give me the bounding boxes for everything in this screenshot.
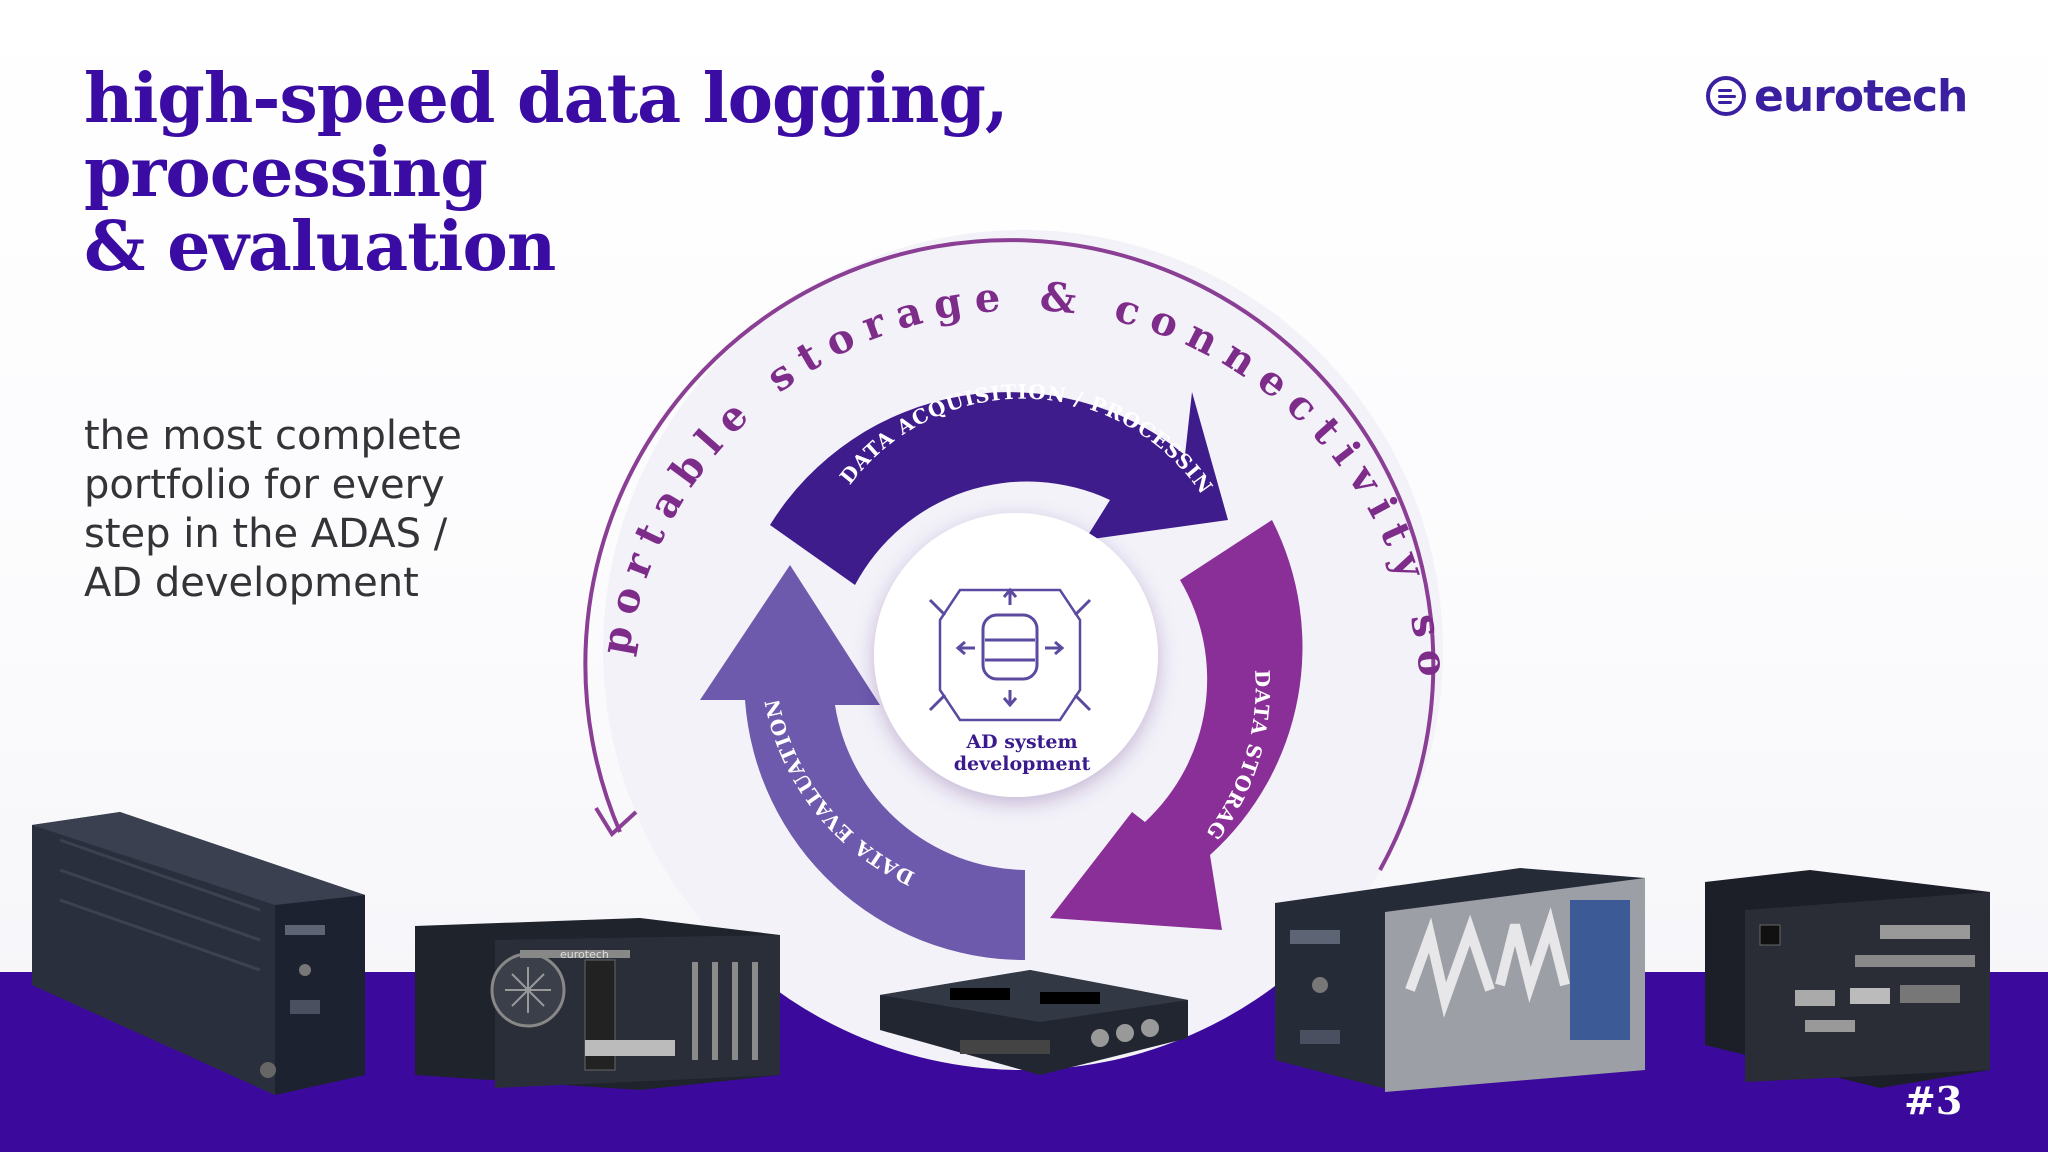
arrow-data-evaluation	[700, 565, 1025, 961]
product-desktop-logger	[415, 918, 780, 1090]
product-embedded-flat	[880, 970, 1188, 1075]
title-line-1: high-speed data logging, processing	[84, 59, 1009, 213]
logo-text: eurotech	[1754, 70, 1968, 122]
slide-title: high-speed data logging, processing & ev…	[84, 62, 1384, 284]
arrow-data-acquisition	[770, 392, 1228, 585]
product-rugged-open	[1275, 868, 1645, 1092]
center-circle	[874, 513, 1158, 797]
car-sensors-icon	[928, 587, 1092, 722]
product-rugged-tower	[32, 812, 365, 1095]
slide-subtitle: the most complete portfolio for every st…	[84, 413, 462, 606]
logo-mark-icon	[1706, 76, 1746, 116]
product-compact-cube	[1705, 870, 1990, 1088]
center-label-line1: AD system	[965, 731, 1077, 753]
center-label-line2: development	[954, 753, 1091, 775]
outer-ring-arrowhead	[594, 806, 638, 838]
product-brand-label: eurotech	[560, 948, 609, 961]
title-line-2: & evaluation	[84, 207, 556, 287]
eurotech-logo: eurotech	[1706, 66, 1968, 126]
page-number: #3	[1904, 1078, 1963, 1123]
arrow-data-storage	[1050, 520, 1303, 930]
outer-ring	[583, 238, 1436, 871]
